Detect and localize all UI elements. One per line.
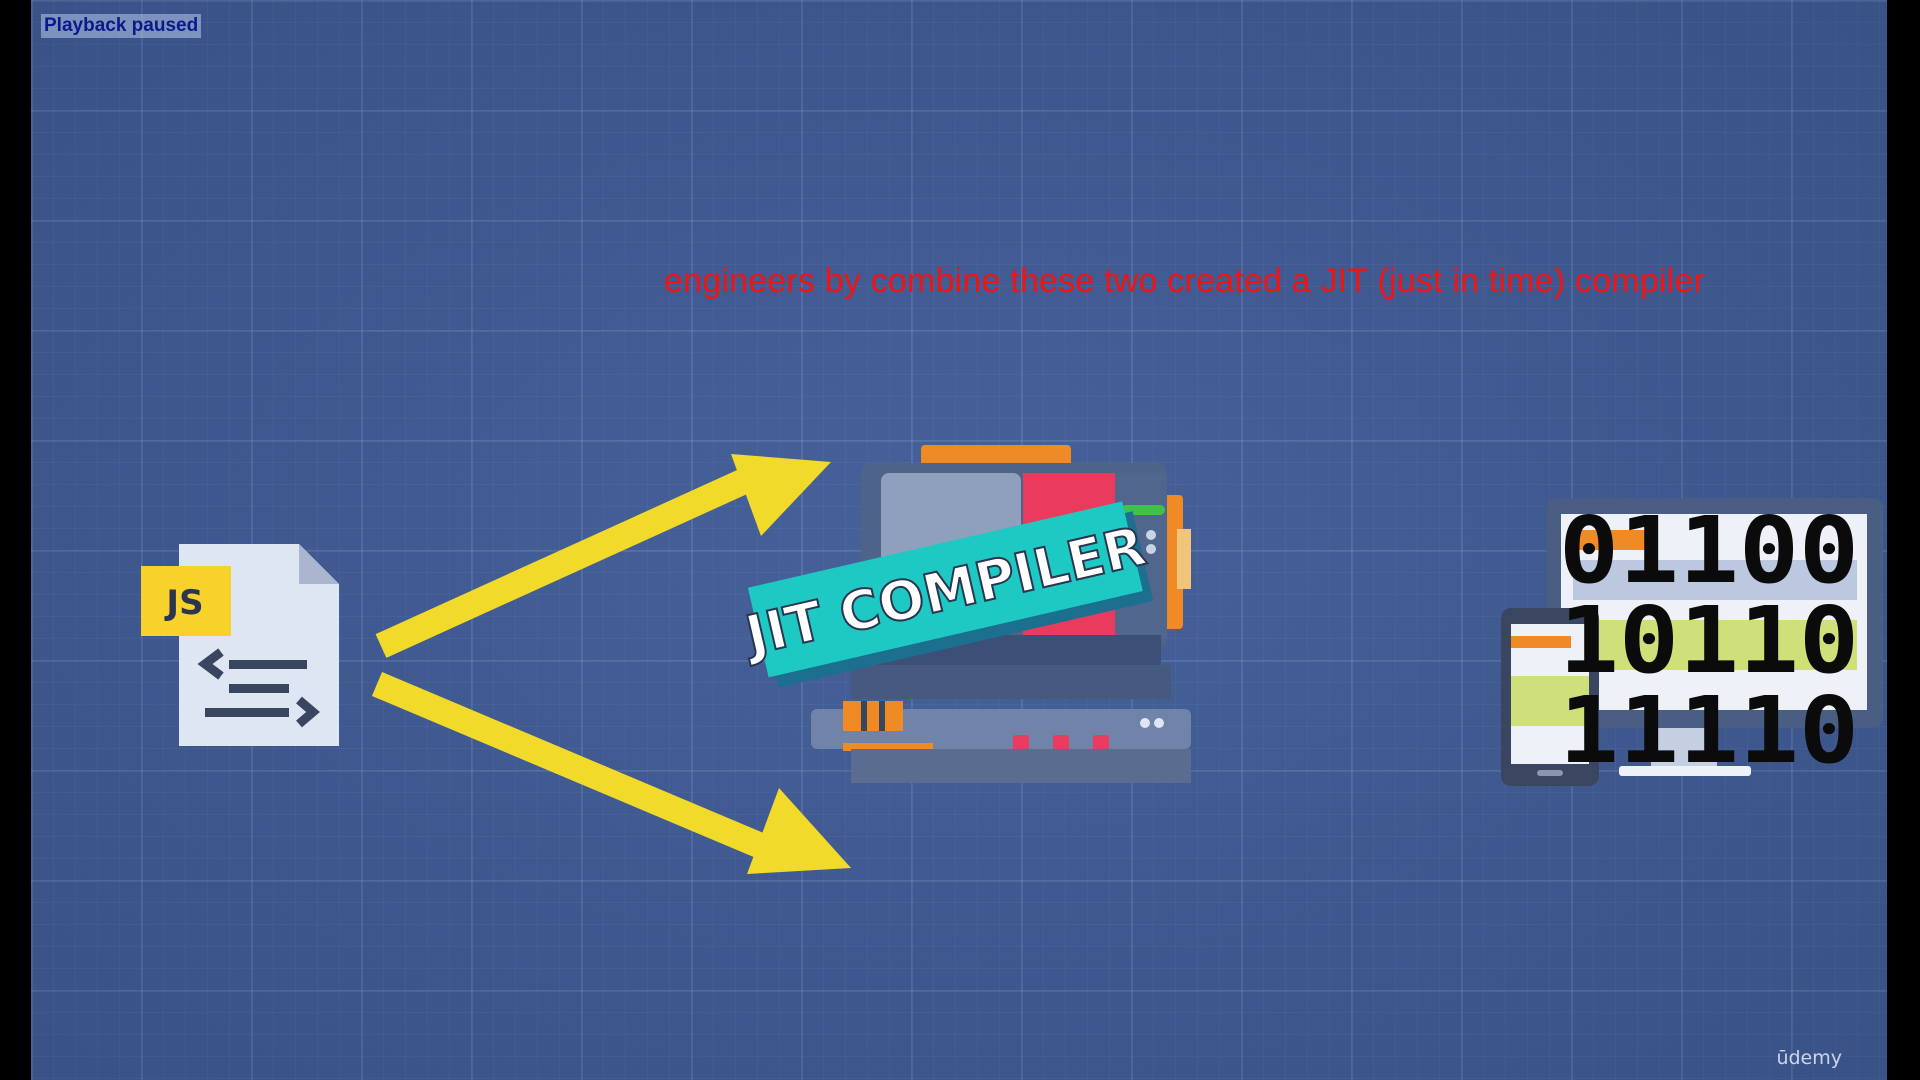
udemy-watermark: ūdemy xyxy=(1776,1047,1842,1069)
subtitle-caption: engineers by combine these two created a… xyxy=(664,262,1705,300)
yellow-arrows xyxy=(371,454,851,874)
right-letterbox xyxy=(1887,0,1920,1080)
upper-arrow xyxy=(375,454,831,658)
js-badge xyxy=(141,566,231,636)
lower-arrow xyxy=(371,672,851,874)
binary-row-3: 11110 xyxy=(1559,677,1859,784)
compiler-machine-icon: JIT COMPILER xyxy=(735,445,1191,783)
binary-row-2: 10110 xyxy=(1559,587,1859,694)
playback-status-label: Playback paused xyxy=(41,14,202,38)
javascript-file-icon: JS xyxy=(141,544,339,746)
monitor-and-phone-icon: 01100 10110 11110 xyxy=(1501,497,1883,786)
video-frame[interactable]: Playback paused engineers by combine the… xyxy=(31,0,1887,1080)
binary-row-1: 01100 xyxy=(1559,497,1859,604)
left-letterbox xyxy=(0,0,31,1080)
js-badge-label: JS xyxy=(164,583,203,623)
